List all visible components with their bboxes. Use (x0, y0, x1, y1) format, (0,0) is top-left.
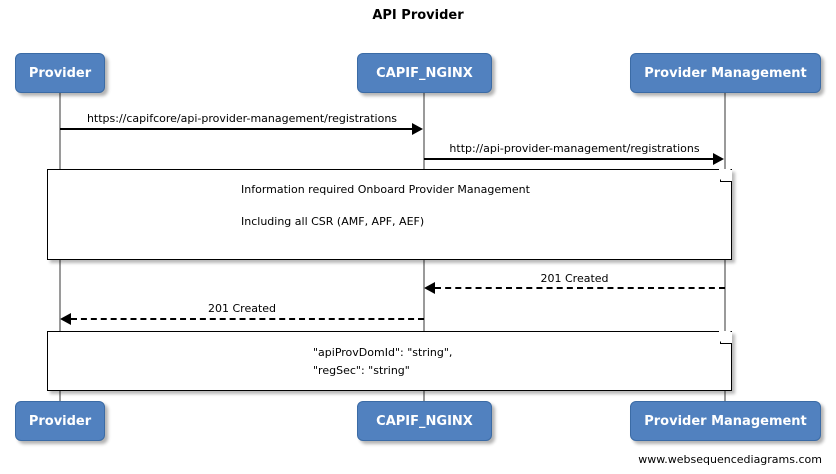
participant-capif-nginx-bottom[interactable]: CAPIF_NGINX (357, 401, 492, 441)
arrowhead-left-icon-3 (424, 282, 435, 294)
note-box-2: "apiProvDomId": "string", "regSec": "str… (47, 331, 732, 391)
note-text-1-line-1: Information required Onboard Provider Ma… (241, 183, 530, 196)
message-line-3 (435, 287, 725, 289)
message-line-1 (60, 128, 413, 130)
participant-provider-management-top[interactable]: Provider Management (630, 53, 821, 93)
participant-provider-top[interactable]: Provider (15, 53, 105, 93)
diagram-title: API Provider (372, 8, 464, 23)
note-text-2-line-1: "apiProvDomId": "string", (313, 346, 453, 359)
message-label-1: https://capifcore/api-provider-managemen… (86, 112, 398, 125)
arrowhead-left-icon-4 (60, 313, 71, 325)
participant-provider-bottom[interactable]: Provider (15, 401, 105, 441)
message-label-3: 201 Created (540, 272, 609, 285)
arrowhead-right-icon-2 (713, 153, 724, 165)
message-line-4 (71, 318, 424, 320)
footer-attribution: www.websequencediagrams.com (638, 453, 822, 466)
note-fold-corner-icon-2 (719, 331, 732, 344)
note-fold-corner-icon-1 (719, 169, 732, 182)
message-line-2 (424, 158, 714, 160)
arrowhead-right-icon-1 (412, 123, 423, 135)
message-label-4: 201 Created (207, 302, 277, 315)
note-text-2-line-2: "regSec": "string" (313, 364, 410, 377)
note-text-1-line-2: Including all CSR (AMF, APF, AEF) (241, 215, 425, 228)
participant-capif-nginx-top[interactable]: CAPIF_NGINX (357, 53, 492, 93)
participant-provider-management-bottom[interactable]: Provider Management (630, 401, 821, 441)
message-label-2: http://api-provider-management/registrat… (449, 142, 700, 155)
note-box-1: Information required Onboard Provider Ma… (47, 169, 732, 260)
